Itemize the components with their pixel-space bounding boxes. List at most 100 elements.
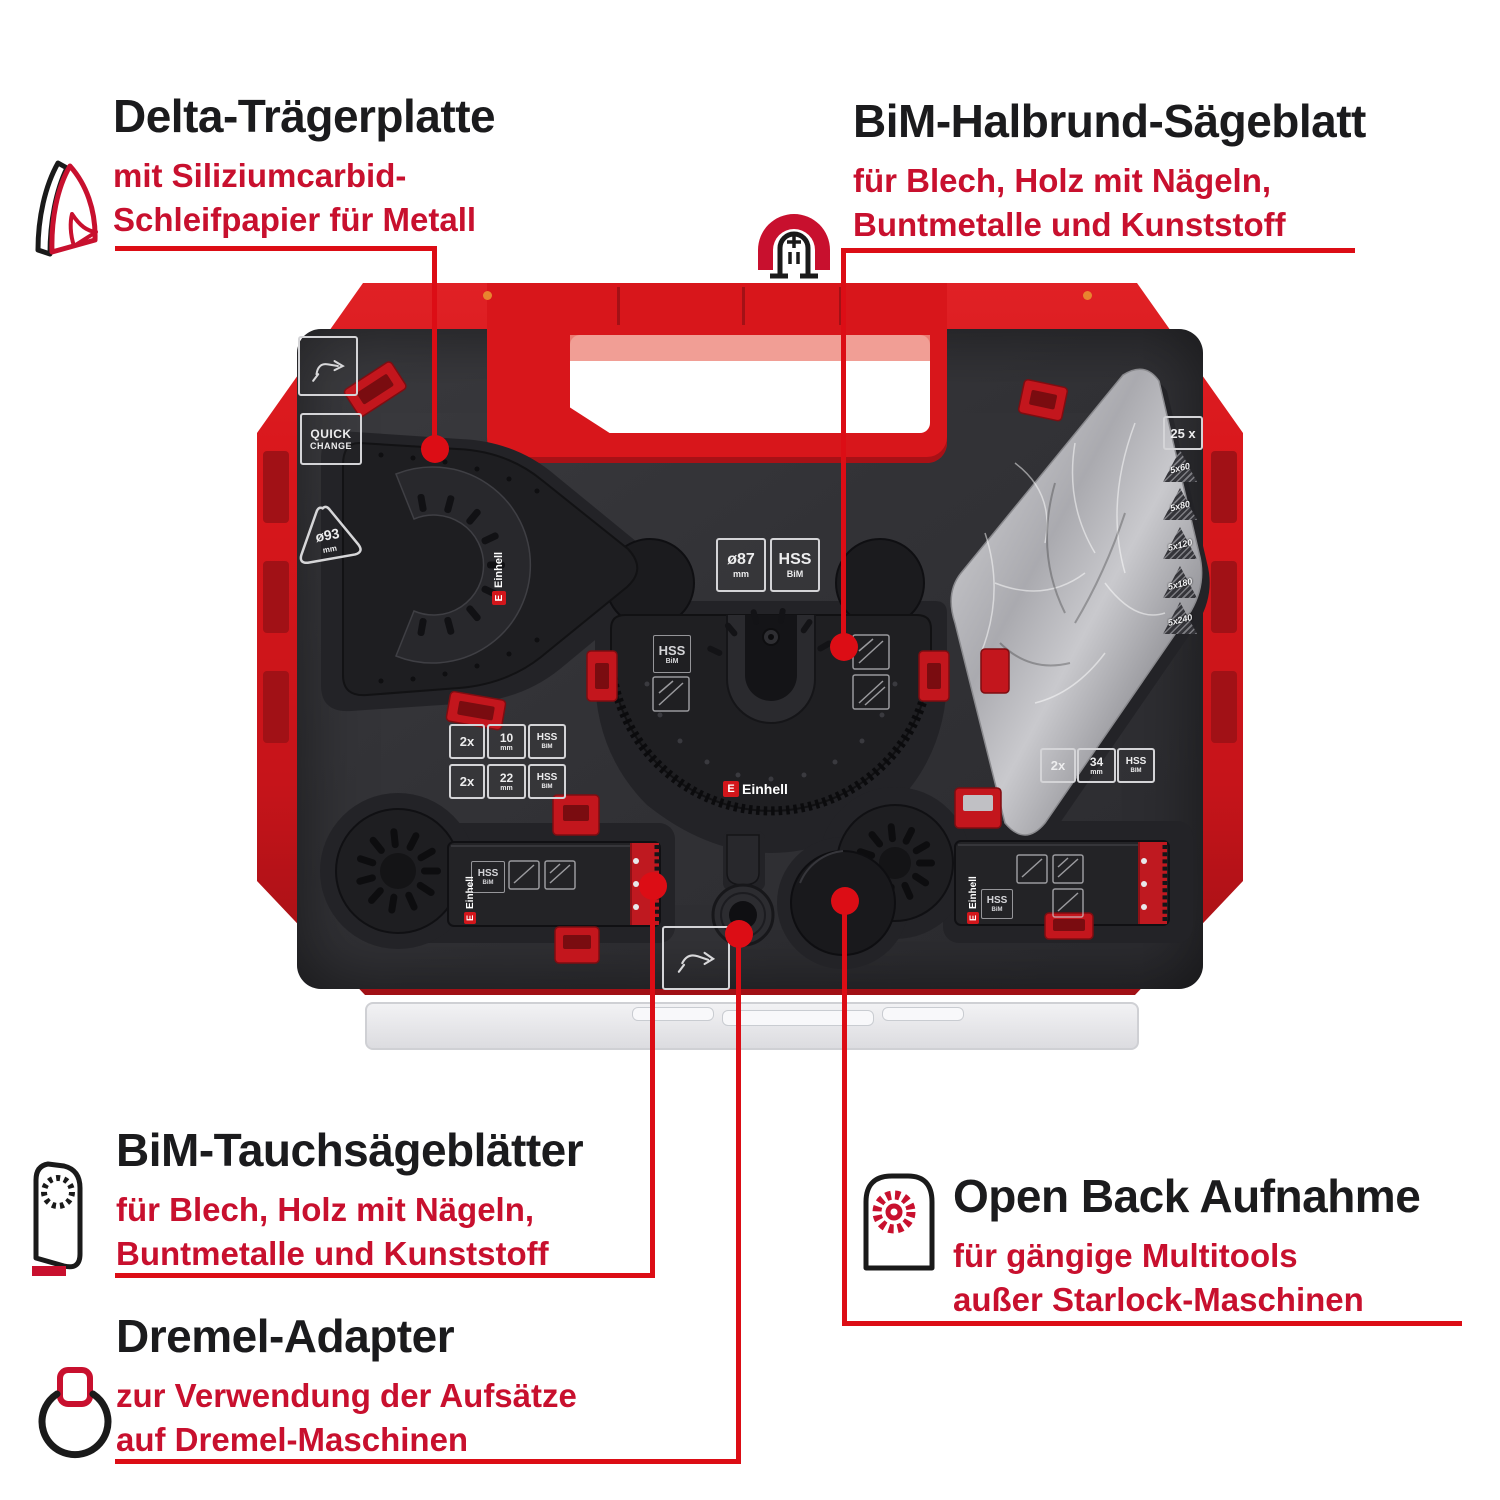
- brand-logo-text: Einhell: [464, 876, 476, 909]
- width-unit: mm: [500, 744, 513, 752]
- annotation-dremel: Dremel-Adapter zur Verwendung der Aufsät…: [116, 1312, 577, 1462]
- material-hss: HSS: [536, 772, 558, 783]
- material-bim: BiM: [786, 568, 804, 579]
- brand-logo-vertical: E Einhell: [492, 509, 506, 605]
- leader-dremel-v: [736, 936, 741, 1464]
- qty-badge: 2x: [449, 764, 485, 799]
- annotation-desc-line2: außer Starlock-Maschinen: [953, 1281, 1364, 1319]
- leader-halbrund-dot: [830, 633, 858, 661]
- leader-delta-h: [115, 246, 437, 251]
- annotation-desc-line1: für Blech, Holz mit Nägeln,: [116, 1191, 535, 1229]
- brand-logo-vertical: E Einhell: [464, 838, 476, 924]
- width-badge-34mm: 34 mm: [1077, 748, 1116, 783]
- delta-pad-icon: [26, 158, 100, 263]
- width-value: 34: [1089, 754, 1104, 769]
- width-badge-22mm: 22 mm: [487, 764, 526, 799]
- pad-diameter-value: ø93: [314, 525, 341, 545]
- qty-value: 2x: [459, 734, 475, 749]
- qty-badge: 2x: [1040, 748, 1076, 783]
- width-unit: mm: [1090, 768, 1103, 776]
- annotation-halbrund: BiM-Halbrund-Sägeblatt für Blech, Holz m…: [853, 97, 1366, 247]
- etch-hss: HSS: [986, 894, 1008, 906]
- etch-bim: BiM: [665, 657, 679, 665]
- material-badge-small: HSS BIM: [528, 764, 566, 799]
- leader-dremel-h: [115, 1459, 741, 1464]
- material-hss: HSS: [536, 732, 558, 743]
- quick-change-line1: QUICK: [310, 426, 352, 441]
- brand-logo-text: Einhell: [742, 781, 788, 797]
- blade-material-etch: HSS BiM: [653, 635, 691, 673]
- material-bim: BIM: [541, 784, 553, 790]
- leader-tauch-dot: [639, 872, 667, 900]
- blade-diameter-value: ø87: [727, 550, 755, 568]
- brand-logo-vertical: E Einhell: [967, 838, 979, 924]
- annotation-openback: Open Back Aufnahme für gängige Multitool…: [953, 1170, 1421, 1322]
- material-badge: HSS BiM: [770, 538, 820, 592]
- multitool-pictogram-box: [298, 336, 358, 396]
- case-right-slot: [1211, 451, 1237, 523]
- material-badge-small: HSS BIM: [1117, 748, 1155, 783]
- leader-dremel-dot: [725, 920, 753, 948]
- leader-tauch-v: [650, 888, 655, 1278]
- brand-logo-text: Einhell: [967, 876, 979, 909]
- case-left-slot: [263, 671, 289, 743]
- case-handle: [487, 283, 947, 463]
- brand-logo-text: Einhell: [493, 551, 505, 588]
- leader-openback-dot: [831, 887, 859, 915]
- annotation-desc-line2: Schleifpapier für Metall: [113, 201, 477, 239]
- quick-change-badge: QUICK CHANGE: [300, 413, 362, 465]
- etch-bim: BiM: [991, 906, 1003, 913]
- blade-material-etch: HSS BiM: [981, 889, 1013, 919]
- width-badge-10mm: 10 mm: [487, 724, 526, 759]
- annotation-title: Delta-Trägerplatte: [113, 90, 496, 142]
- multitool-icon: [312, 360, 345, 382]
- grit-triangle: 5x180: [1163, 566, 1197, 598]
- multitool-icon: [677, 951, 716, 973]
- blade-diameter-unit: mm: [732, 568, 749, 579]
- annotation-desc-line1: zur Verwendung der Aufsätze: [116, 1377, 577, 1415]
- annotation-desc-line2: auf Dremel-Maschinen: [116, 1421, 469, 1459]
- annotation-tauch: BiM-Tauchsägeblätter für Blech, Holz mit…: [116, 1124, 584, 1276]
- halfround-blade-icon: [752, 192, 836, 285]
- annotation-desc-line1: für Blech, Holz mit Nägeln,: [853, 162, 1272, 200]
- leader-openback-h: [842, 1321, 1462, 1326]
- sheet-count-badge: 25 x: [1163, 416, 1203, 450]
- case-screw: [1083, 291, 1092, 300]
- width-value: 10: [499, 730, 514, 745]
- brand-logo-e: E: [967, 912, 979, 924]
- hinge-pin: [722, 1010, 874, 1026]
- pad-diameter-badge: ø93 mm: [299, 505, 362, 565]
- annotation-title: Dremel-Adapter: [116, 1310, 455, 1362]
- annotation-title: Open Back Aufnahme: [953, 1170, 1421, 1222]
- width-value: 22: [499, 770, 514, 785]
- annotation-delta: Delta-Trägerplatte mit Siliziumcarbid- S…: [113, 90, 496, 242]
- etch-hss: HSS: [658, 642, 686, 658]
- annotation-desc-line1: für gängige Multitools: [953, 1237, 1298, 1275]
- multitool-pictogram-box: [662, 926, 730, 990]
- qty-value: 2x: [1050, 758, 1066, 773]
- annotation-desc-line2: Buntmetalle und Kunststoff: [116, 1235, 549, 1273]
- dremel-adapter-icon: [22, 1366, 120, 1475]
- width-unit: mm: [500, 784, 513, 792]
- etch-bim: BiM: [482, 879, 494, 886]
- handle-cutout: [570, 335, 930, 433]
- material-hss: HSS: [1125, 756, 1147, 767]
- leader-openback-v: [842, 902, 847, 1326]
- annotation-title: BiM-Halbrund-Sägeblatt: [853, 95, 1366, 147]
- material-hss: HSS: [778, 550, 812, 568]
- case-right-slot: [1211, 561, 1237, 633]
- case-contents-graphic: [320, 361, 1210, 969]
- blade-material-etch: HSS BiM: [471, 861, 505, 893]
- handle-ridge: [617, 287, 620, 325]
- tool-case: QUICK CHANGE ø93 mm ø87 mm HSS BiM 25 x …: [255, 283, 1245, 1050]
- open-back-icon: [858, 1166, 938, 1281]
- case-right-slot: [1211, 671, 1237, 743]
- leader-tauch-h: [115, 1273, 655, 1278]
- annotation-title: BiM-Tauchsägeblätter: [116, 1124, 584, 1176]
- plunge-blade-icon: [28, 1158, 118, 1289]
- hinge-pin: [882, 1007, 964, 1021]
- leader-halbrund-h: [841, 248, 1355, 253]
- leader-delta-v: [432, 246, 437, 448]
- annotation-desc-line2: Buntmetalle und Kunststoff: [853, 206, 1286, 244]
